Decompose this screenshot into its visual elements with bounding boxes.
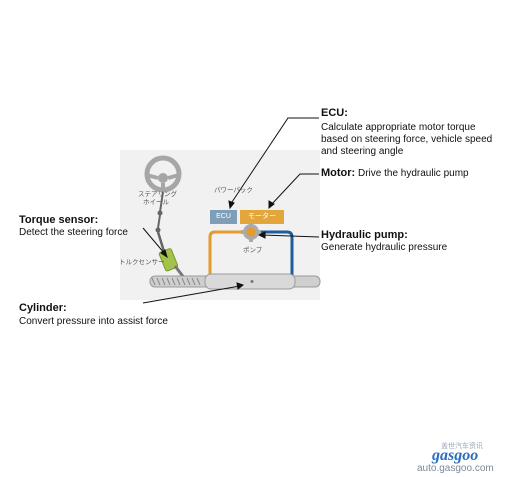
steering-wheel-label-2: ホイール: [143, 199, 169, 206]
watermark-url: auto.gasgoo.com: [417, 463, 494, 474]
hydraulic-pump-callout-text: Generate hydraulic pressure: [321, 242, 448, 253]
torque-sensor-callout-text: Detect the steering force: [19, 227, 128, 238]
power-pack-label: パワーパック: [214, 187, 253, 194]
torque-sensor-callout-title: Torque sensor:: [19, 214, 99, 226]
hydraulic-pump-icon: [241, 222, 261, 242]
ecu-callout-line-2: based on steering force, vehicle speed: [321, 134, 493, 145]
cylinder-rack: [149, 273, 321, 290]
ecu-callout-title: ECU:: [321, 107, 348, 119]
steering-shaft: [155, 191, 168, 259]
pump-label: ポンプ: [243, 247, 263, 254]
callout-leaders: [142, 117, 320, 304]
steering-wheel-icon: [144, 155, 182, 193]
torque-sensor-jp-label: トルクセンサー: [119, 259, 165, 266]
motor-callout-text: Drive the hydraulic pump: [355, 168, 469, 179]
ecu-box: [210, 210, 237, 224]
cylinder-callout-title: Cylinder:: [19, 302, 67, 314]
orange-hydraulic-line: [208, 230, 247, 285]
steering-wheel-label-1: ステアリング: [138, 191, 177, 198]
motor-box: [240, 210, 284, 224]
motor-callout-title: Motor:: [321, 167, 356, 179]
blue-hydraulic-line: [256, 230, 294, 285]
watermark-chinese: 盖世汽车资讯: [441, 442, 483, 450]
motor-callout: Motor: Drive the hydraulic pump: [321, 167, 469, 181]
ecu-callout-line-3: and steering angle: [321, 146, 404, 157]
hydraulic-pump-callout-title: Hydraulic pump:: [321, 229, 408, 241]
watermark-brand: gasgoo: [432, 447, 479, 464]
motor-box-label: モーター: [248, 213, 276, 220]
cylinder-callout-text: Convert pressure into assist force: [19, 316, 168, 327]
ecu-callout-line-1: Calculate appropriate motor torque: [321, 122, 476, 133]
ecu-box-label: ECU: [216, 213, 231, 220]
